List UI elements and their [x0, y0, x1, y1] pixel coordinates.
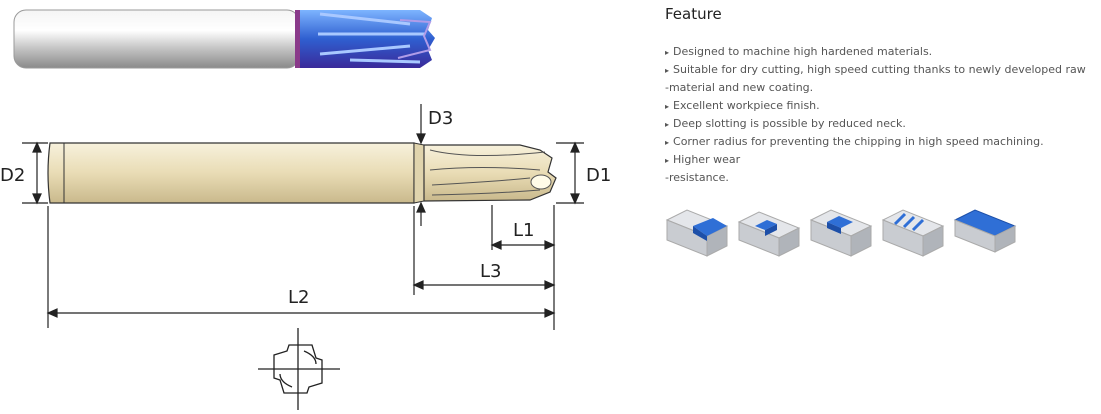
feature-text: -resistance.	[665, 171, 729, 184]
list-item: ▸Designed to machine high hardened mater…	[665, 43, 1086, 61]
shoulder-milling-icon	[665, 209, 729, 257]
end-mill-drawing	[47, 142, 557, 204]
l3-label: L3	[480, 261, 501, 282]
feature-text: -material and new coating.	[665, 81, 814, 94]
list-item: ▸Suitable for dry cutting, high speed cu…	[665, 61, 1086, 79]
pocketing-icon	[809, 209, 873, 257]
list-item: ▸Excellent workpiece finish.	[665, 97, 1086, 115]
face-milling-icon	[953, 209, 1017, 253]
feature-text: Corner radius for preventing the chippin…	[673, 135, 1044, 148]
list-item: ▸Higher wear	[665, 151, 1086, 169]
list-item: ▸Deep slotting is possible by reduced ne…	[665, 115, 1086, 133]
end-mill-diagram: D2 D1 D3 L1 L3 L2	[0, 9, 611, 410]
feature-title: Feature	[665, 5, 722, 23]
bullet-icon: ▸	[665, 48, 670, 57]
bullet-icon: ▸	[665, 102, 670, 111]
feature-panel: Feature ▸Designed to machine high harden…	[665, 0, 1101, 414]
application-icons	[665, 209, 1017, 257]
bullet-icon: ▸	[665, 120, 670, 129]
feature-text: Suitable for dry cutting, high speed cut…	[673, 63, 1086, 76]
d3-label: D3	[428, 108, 453, 129]
feature-text: Excellent workpiece finish.	[673, 99, 820, 112]
d1-label: D1	[586, 165, 611, 186]
multi-slot-icon	[881, 209, 945, 257]
l2-label: L2	[288, 287, 309, 308]
end-mill-photo	[13, 9, 435, 69]
cross-section-icon	[258, 328, 340, 410]
bullet-icon: ▸	[665, 138, 670, 147]
bullet-icon: ▸	[665, 66, 670, 75]
feature-text: Deep slotting is possible by reduced nec…	[673, 117, 906, 130]
d2-label: D2	[0, 165, 25, 186]
l1-label: L1	[513, 220, 534, 241]
slotting-icon	[737, 211, 801, 257]
feature-text: Designed to machine high hardened materi…	[673, 45, 933, 58]
list-item: -material and new coating.	[665, 79, 1086, 97]
list-item: -resistance.	[665, 169, 1086, 187]
feature-text: Higher wear	[673, 153, 741, 166]
dimension-lines	[22, 104, 584, 330]
bullet-icon: ▸	[665, 156, 670, 165]
list-item: ▸Corner radius for preventing the chippi…	[665, 133, 1086, 151]
feature-list: ▸Designed to machine high hardened mater…	[665, 43, 1086, 187]
